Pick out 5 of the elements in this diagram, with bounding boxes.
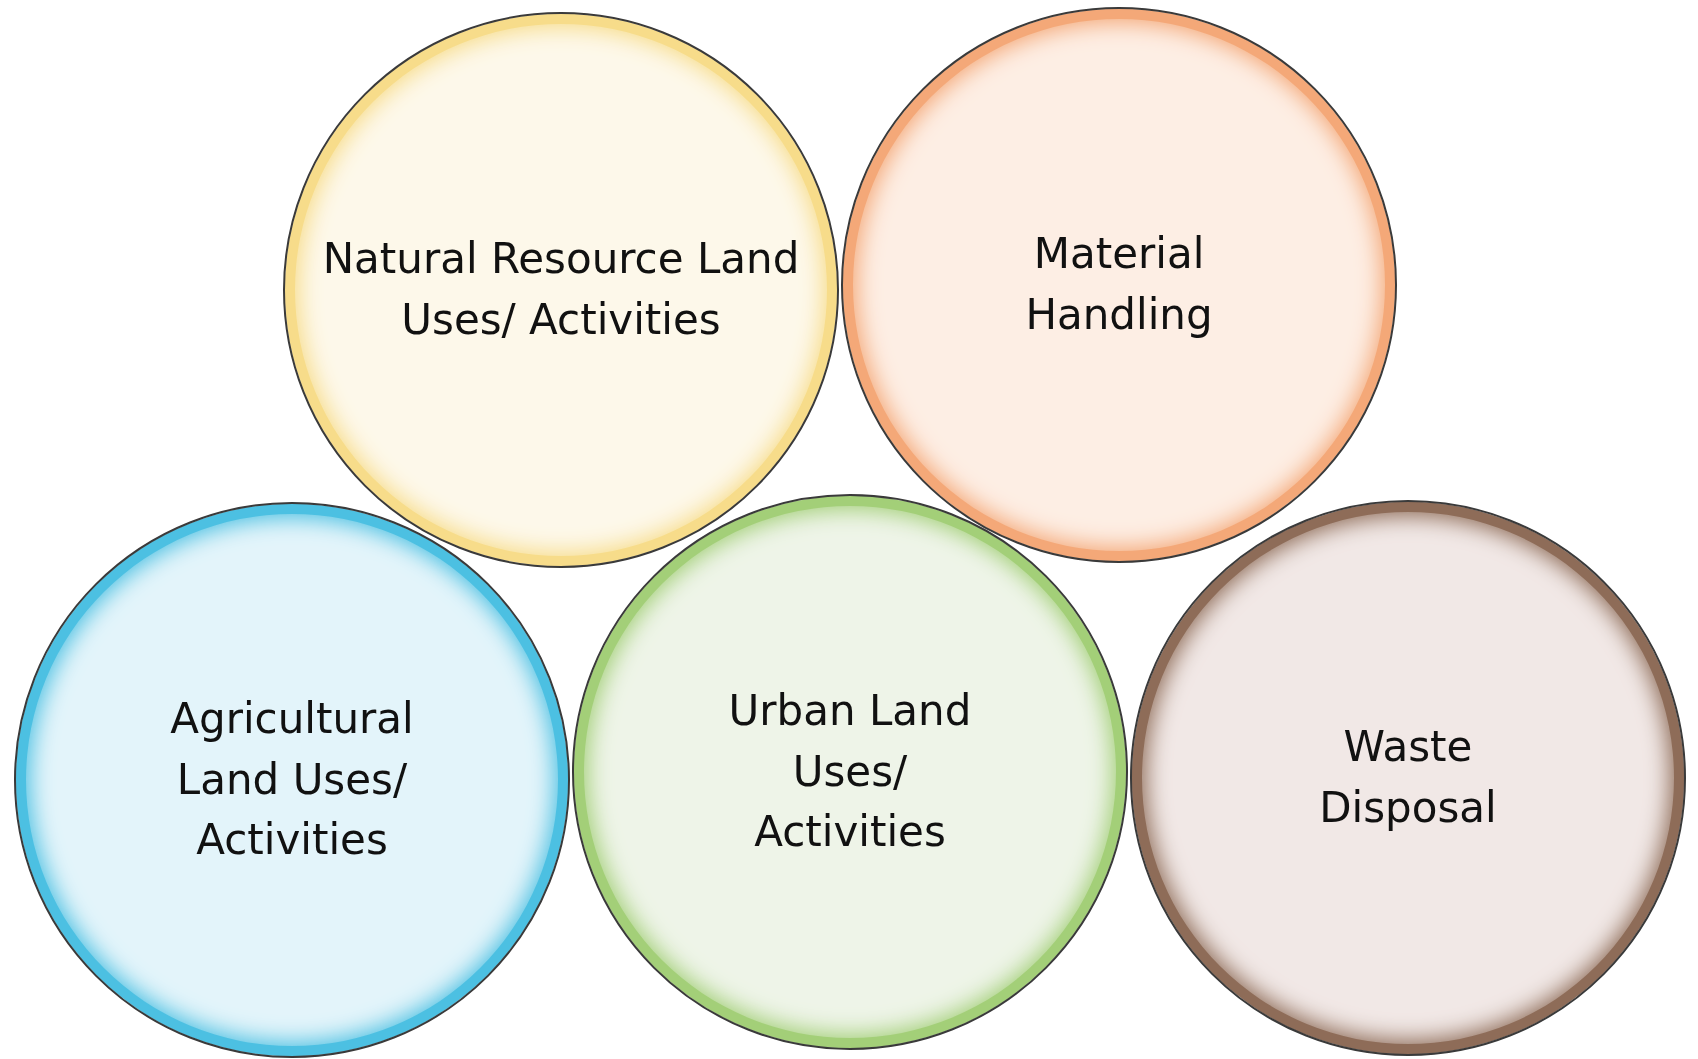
node-label: Material Handling <box>1024 228 1214 341</box>
node-label: Urban Land Uses/ Activities <box>727 684 973 859</box>
node-label: Waste Disposal <box>1318 721 1498 834</box>
node-label: Natural Resource Land Uses/ Activities <box>321 233 801 346</box>
node-label: Agricultural Land Uses/ Activities <box>169 692 415 867</box>
